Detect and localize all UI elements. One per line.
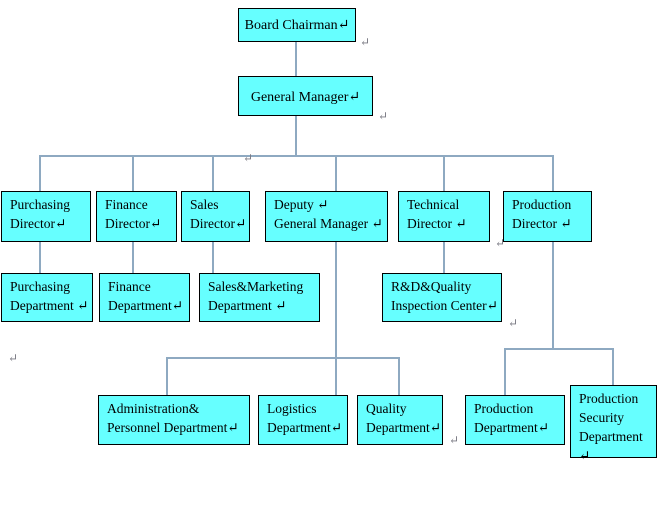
connector-bus-to-production-department [504, 348, 506, 395]
connector-gm-down [295, 116, 297, 156]
paragraph-mark-after-rd-center: ↵ [508, 316, 519, 330]
connector-production-director-bus [504, 348, 614, 350]
paragraph-mark-right-of-quality-department: ↵ [449, 433, 460, 447]
node-finance-department[interactable]: Finance Department↵ [99, 273, 190, 322]
node-technical-director[interactable]: Technical Director ↵ [398, 191, 490, 242]
node-quality-department[interactable]: Quality Department↵ [357, 395, 443, 445]
node-production-director[interactable]: Production Director ↵ [503, 191, 592, 242]
connector-deputy-gm-down [335, 242, 337, 395]
connector-finance-director-to-department [132, 242, 134, 273]
node-sales-director[interactable]: Sales Director↵ [181, 191, 250, 242]
node-production-security-department[interactable]: Production Security Department ↵ [570, 385, 657, 463]
connector-bus-to-sales-director [212, 155, 214, 191]
connector-chairman-to-gm [295, 42, 297, 77]
paragraph-mark-right-of-technical-row: ↵ [495, 236, 506, 250]
node-general-manager[interactable]: General Manager↵ [238, 76, 373, 116]
connector-bus-to-production-security [612, 348, 614, 385]
node-purchasing-director[interactable]: Purchasing Director↵ [1, 191, 91, 242]
connector-bus-to-admin-personnel [166, 357, 168, 395]
paragraph-mark-left-margin: ↵ [8, 351, 19, 365]
node-sales-marketing-department[interactable]: Sales&Marketing Department ↵ [199, 273, 320, 322]
connector-bus-to-deputy-gm [335, 155, 337, 191]
connector-purchasing-director-to-department [39, 242, 41, 273]
connector-bus-to-quality-department [398, 357, 400, 395]
node-purchasing-department[interactable]: Purchasing Department ↵ [1, 273, 93, 322]
connector-bus-to-technical-director [443, 155, 445, 191]
connector-bus-to-purchasing-director [39, 155, 41, 191]
node-finance-director[interactable]: Finance Director↵ [96, 191, 177, 242]
connector-sales-director-to-department [212, 242, 214, 273]
connector-technical-director-to-rd-center [443, 242, 445, 273]
paragraph-mark-after-general-manager: ↵ [378, 109, 389, 123]
paragraph-mark-above-deputy-row: ↵ [243, 151, 254, 165]
paragraph-mark-after-board-chairman: ↵ [360, 35, 371, 49]
node-deputy-general-manager[interactable]: Deputy ↵ General Manager ↵ [265, 191, 388, 242]
connector-bus-to-production-director [552, 155, 554, 191]
connector-bus-to-finance-director [132, 155, 134, 191]
node-rd-quality-inspection-center[interactable]: R&D&Quality Inspection Center↵ [382, 273, 502, 322]
node-production-department[interactable]: Production Department↵ [465, 395, 565, 445]
node-admin-personnel-department[interactable]: Administration& Personnel Department↵ [98, 395, 250, 445]
connector-production-director-down [552, 242, 554, 350]
connector-deputy-gm-bus [166, 357, 400, 359]
node-board-chairman[interactable]: Board Chairman↵ [238, 8, 356, 42]
connector-level2-bus [39, 155, 554, 157]
node-logistics-department[interactable]: Logistics Department↵ [258, 395, 348, 445]
